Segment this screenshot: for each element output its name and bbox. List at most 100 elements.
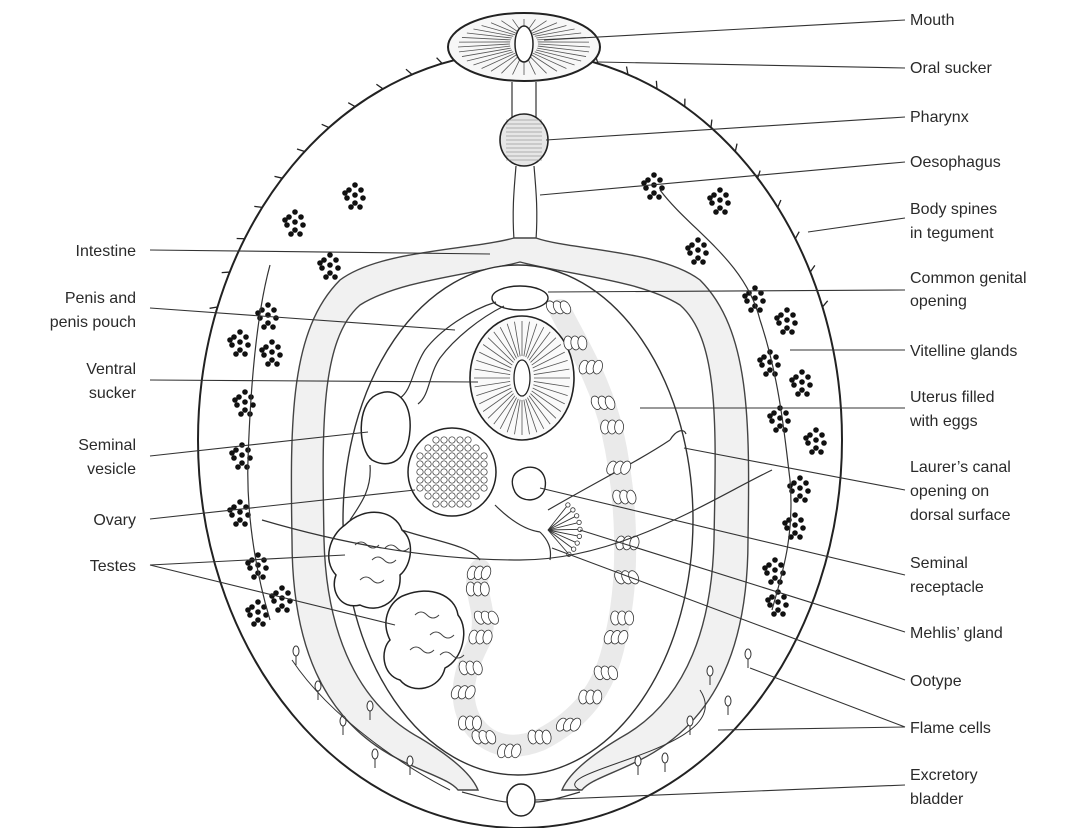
vitelline-dot <box>233 351 239 357</box>
vitelline-dot <box>773 354 779 360</box>
label-uterus-line2: with eggs <box>909 413 978 430</box>
flame-cell <box>407 756 413 766</box>
vitelline-dot <box>703 250 709 256</box>
vitelline-dot <box>235 464 241 470</box>
vitelline-dot <box>792 320 798 326</box>
vitelline-dot <box>239 442 245 448</box>
vitelline-dot <box>792 522 798 528</box>
genital-opening <box>492 286 548 310</box>
seminal-vesicle <box>361 392 410 464</box>
vitelline-dot <box>271 307 277 313</box>
ovary-cell <box>465 485 471 491</box>
mehlis-cell <box>577 520 581 524</box>
flame-cell <box>687 716 693 726</box>
body-spine <box>711 120 712 128</box>
vitelline-dot <box>298 214 304 220</box>
vitelline-dot <box>352 200 358 206</box>
vitelline-dot <box>245 342 251 348</box>
vitelline-dot <box>752 285 758 291</box>
ovary-cell <box>433 501 439 507</box>
vitelline-dot <box>247 565 253 571</box>
uterus-egg <box>472 716 481 730</box>
vitelline-dot <box>300 222 306 228</box>
seminal-receptacle <box>512 467 545 500</box>
vitelline-dot <box>229 342 235 348</box>
ovary-cell <box>465 469 471 475</box>
vitelline-dot <box>647 194 653 200</box>
label-intestine: Intestine <box>76 243 137 260</box>
body-spine <box>437 58 443 64</box>
vitelline-dot <box>797 475 803 481</box>
body-spine <box>274 176 282 178</box>
vitelline-dot <box>764 570 770 576</box>
vitelline-dot <box>227 337 233 343</box>
ovary-cell <box>457 477 463 483</box>
ovary-cell <box>465 453 471 459</box>
flame-cell <box>372 749 378 759</box>
label-seminal-vesicle-line2: vesicle <box>87 461 136 478</box>
ovary-cell <box>449 437 455 443</box>
vitelline-dot <box>789 329 795 335</box>
vitelline-dot <box>722 209 728 215</box>
vitelline-dot <box>695 247 701 253</box>
vitelline-dot <box>284 222 290 228</box>
vitelline-dot <box>237 499 243 505</box>
ovary-cell <box>473 461 479 467</box>
vitelline-dot <box>717 197 723 203</box>
vitelline-dot <box>783 602 789 608</box>
label-common-genital-line2: opening <box>910 293 967 310</box>
vitelline-dot <box>255 552 261 558</box>
vitelline-dot <box>776 320 782 326</box>
vitelline-dot <box>269 357 275 363</box>
vitelline-dot <box>292 209 298 215</box>
label-ovary: Ovary <box>93 512 136 529</box>
vitelline-dot <box>242 407 248 413</box>
body-spine <box>254 206 262 207</box>
body-spine <box>735 144 737 152</box>
ovary-cell <box>473 453 479 459</box>
vitelline-dot <box>792 530 798 536</box>
vitelline-dot <box>695 255 701 261</box>
vitelline-dot <box>656 194 662 200</box>
vitelline-dot <box>358 187 364 193</box>
ovary-cell <box>473 469 479 475</box>
vitelline-dot <box>360 195 366 201</box>
body-spine <box>348 103 355 107</box>
vitelline-dot <box>255 599 261 605</box>
vitelline-dot <box>774 315 780 321</box>
ovary-cell <box>433 453 439 459</box>
vitelline-dot <box>775 362 781 368</box>
vitelline-dot <box>245 560 251 566</box>
ovary-cell <box>441 501 447 507</box>
vitelline-dot <box>803 435 809 441</box>
vitelline-dot <box>335 265 341 271</box>
mouth-opening <box>515 26 533 62</box>
body-spine <box>810 265 815 272</box>
ovary-cell <box>433 437 439 443</box>
vitelline-dot <box>685 245 691 251</box>
ovary-cell <box>425 453 431 459</box>
vitelline-dot <box>232 397 238 403</box>
vitelline-dot <box>344 195 350 201</box>
body-spine <box>297 149 305 152</box>
vitelline-dot <box>260 574 266 580</box>
ovary-cell <box>449 445 455 451</box>
vitelline-dot <box>233 521 239 527</box>
ovary-cell <box>417 485 423 491</box>
label-seminal-vesicle-line1: Seminal <box>78 437 136 454</box>
flame-cell <box>367 701 373 711</box>
vitelline-dot <box>799 369 805 375</box>
vitelline-dot <box>717 205 723 211</box>
ovary-cell <box>425 461 431 467</box>
vitelline-dot <box>270 324 276 330</box>
ovary-cell <box>441 437 447 443</box>
ovary-cell <box>481 477 487 483</box>
mehlis-cell <box>571 508 575 512</box>
label-penis-line2: penis pouch <box>50 314 136 331</box>
vitelline-dot <box>352 192 358 198</box>
label-oral-sucker: Oral sucker <box>910 60 992 77</box>
vitelline-dot <box>292 219 298 225</box>
ovary-cell <box>457 501 463 507</box>
ovary-cell <box>433 461 439 467</box>
vitelline-dot <box>765 597 771 603</box>
